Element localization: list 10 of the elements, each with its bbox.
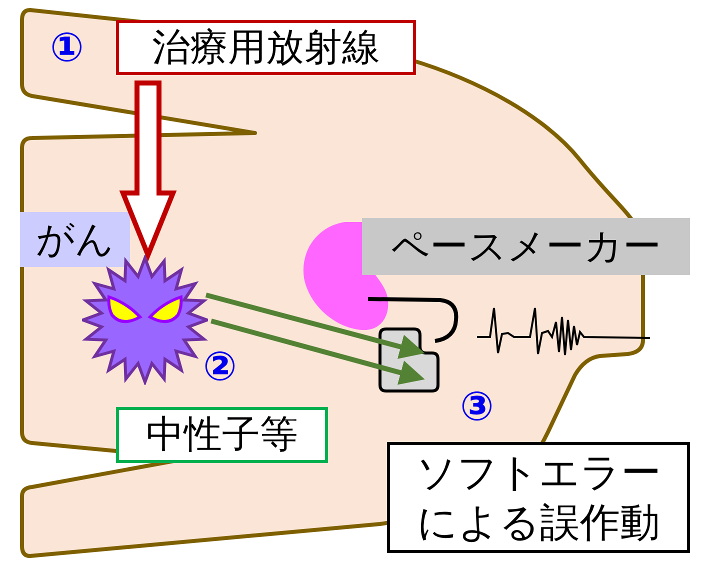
- block-arrow: [119, 80, 177, 262]
- step-number: ①: [50, 28, 84, 68]
- step-number: ②: [203, 347, 237, 387]
- text-label: がん: [20, 212, 130, 267]
- label-box: 治療用放射線: [116, 20, 416, 75]
- label-box: ソフトエラーによる誤作動: [387, 442, 690, 553]
- text-label: ペースメーカー: [362, 218, 690, 275]
- step-number: ③: [460, 387, 494, 427]
- label-box: 中性子等: [116, 407, 328, 463]
- arrow: [210, 318, 425, 385]
